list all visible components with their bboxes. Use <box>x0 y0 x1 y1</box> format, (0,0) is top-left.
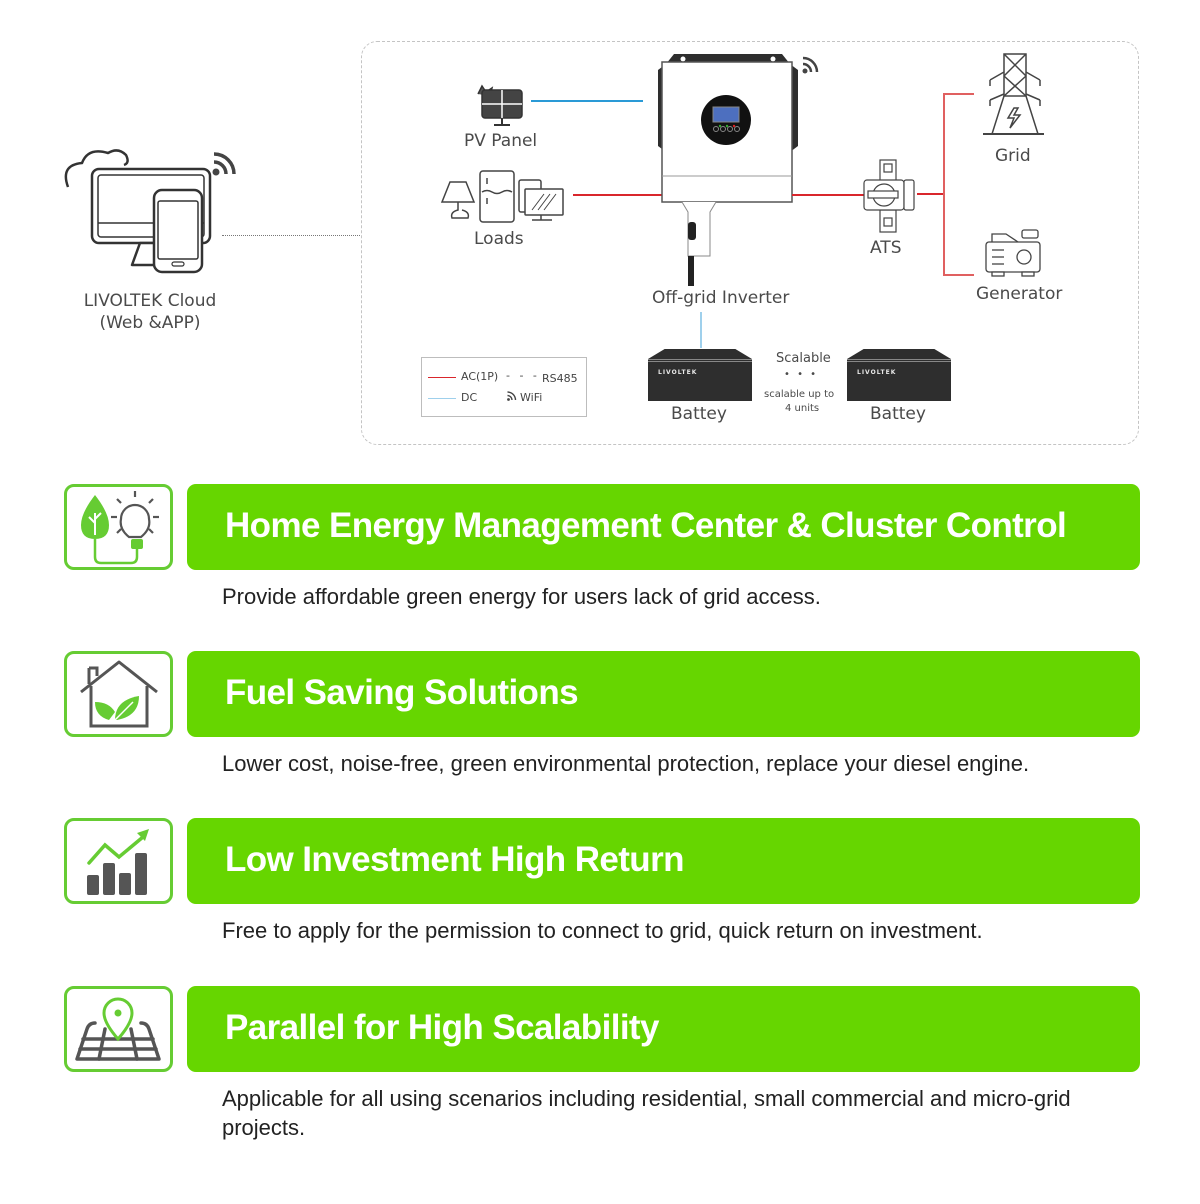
ac-line-ats-out <box>917 193 944 195</box>
feature-icon-box-1 <box>64 484 173 570</box>
grid-tower-icon <box>983 53 1044 135</box>
cloud-label-line1: LIVOLTEK Cloud <box>83 291 217 311</box>
inverter-icon <box>658 54 798 286</box>
feature-title: Parallel for High Scalability <box>225 1008 659 1047</box>
feature-icon-box-4 <box>64 986 173 1072</box>
scalable-dots: • • • <box>784 369 819 380</box>
ac-line-grid <box>943 93 974 95</box>
dc-line-pv <box>531 100 643 102</box>
ac-line-ats <box>792 194 864 196</box>
battery-left-label: Battey <box>671 404 727 424</box>
feature-title: Home Energy Management Center & Cluster … <box>225 506 1067 545</box>
feature-description: Free to apply for the permission to conn… <box>222 918 983 943</box>
map-pin-icon <box>75 997 161 1061</box>
legend-wifi-icon <box>507 391 517 401</box>
generator-label: Generator <box>976 284 1063 304</box>
generator-icon <box>985 229 1041 277</box>
legend-ac-label: AC(1P) <box>461 370 499 383</box>
feature-title-bar-4: Parallel for High Scalability <box>187 986 1140 1072</box>
feature-icon-box-3 <box>64 818 173 904</box>
ats-label: ATS <box>870 238 902 258</box>
eco-house-icon <box>80 660 158 728</box>
feature-description: Provide affordable green energy for user… <box>222 584 821 609</box>
scalable-title: Scalable <box>776 351 831 366</box>
feature-title: Fuel Saving Solutions <box>225 673 579 712</box>
scalable-note-2: 4 units <box>785 403 820 414</box>
feature-description: Lower cost, noise-free, green environmen… <box>222 751 1030 776</box>
battery-brand: LIVOLTEK <box>658 369 698 376</box>
ac-bus-line <box>943 93 945 275</box>
battery-right-label: Battey <box>870 404 926 424</box>
rs485-link-line <box>222 235 360 236</box>
legend-rs485-label: RS485 <box>542 372 578 385</box>
ac-line-loads <box>573 194 663 196</box>
cloud-devices-icon <box>64 149 212 274</box>
feature-title-bar-3: Low Investment High Return <box>187 818 1140 904</box>
loads-icon <box>440 170 564 223</box>
legend-ac-swatch <box>428 377 456 378</box>
legend: AC(1P) - - - RS485 DC WiFi <box>421 357 587 417</box>
battery-right-icon: LIVOLTEK <box>847 349 951 401</box>
pv-panel-label: PV Panel <box>464 131 538 151</box>
legend-dc-swatch <box>428 398 456 399</box>
growth-chart-icon <box>87 829 149 895</box>
legend-rs485-swatch: - - - <box>506 369 540 382</box>
feature-title: Low Investment High Return <box>225 840 684 879</box>
ac-line-generator <box>943 274 974 276</box>
cloud-label: LIVOLTEK Cloud (Web &APP) <box>78 290 222 334</box>
inverter-label: Off-grid Inverter <box>652 288 790 308</box>
system-diagram-frame <box>361 41 1139 445</box>
pv-panel-icon <box>477 84 523 126</box>
battery-left-icon: LIVOLTEK <box>648 349 752 401</box>
dc-line-battery <box>700 312 702 348</box>
loads-label: Loads <box>474 229 524 249</box>
wifi-icon <box>802 56 819 74</box>
battery-brand: LIVOLTEK <box>857 369 897 376</box>
legend-wifi-label: WiFi <box>520 391 543 404</box>
ats-icon <box>863 159 915 233</box>
cloud-label-line2: (Web &APP) <box>99 313 201 333</box>
feature-title-bar-1: Home Energy Management Center & Cluster … <box>187 484 1140 570</box>
wifi-icon <box>212 152 236 176</box>
leaf-bulb-icon <box>81 491 159 565</box>
feature-icon-box-2 <box>64 651 173 737</box>
feature-title-bar-2: Fuel Saving Solutions <box>187 651 1140 737</box>
grid-label: Grid <box>995 146 1031 166</box>
feature-description: Applicable for all using scenarios inclu… <box>222 1086 1071 1140</box>
legend-dc-label: DC <box>461 391 478 404</box>
scalable-note-1: scalable up to <box>764 389 835 400</box>
